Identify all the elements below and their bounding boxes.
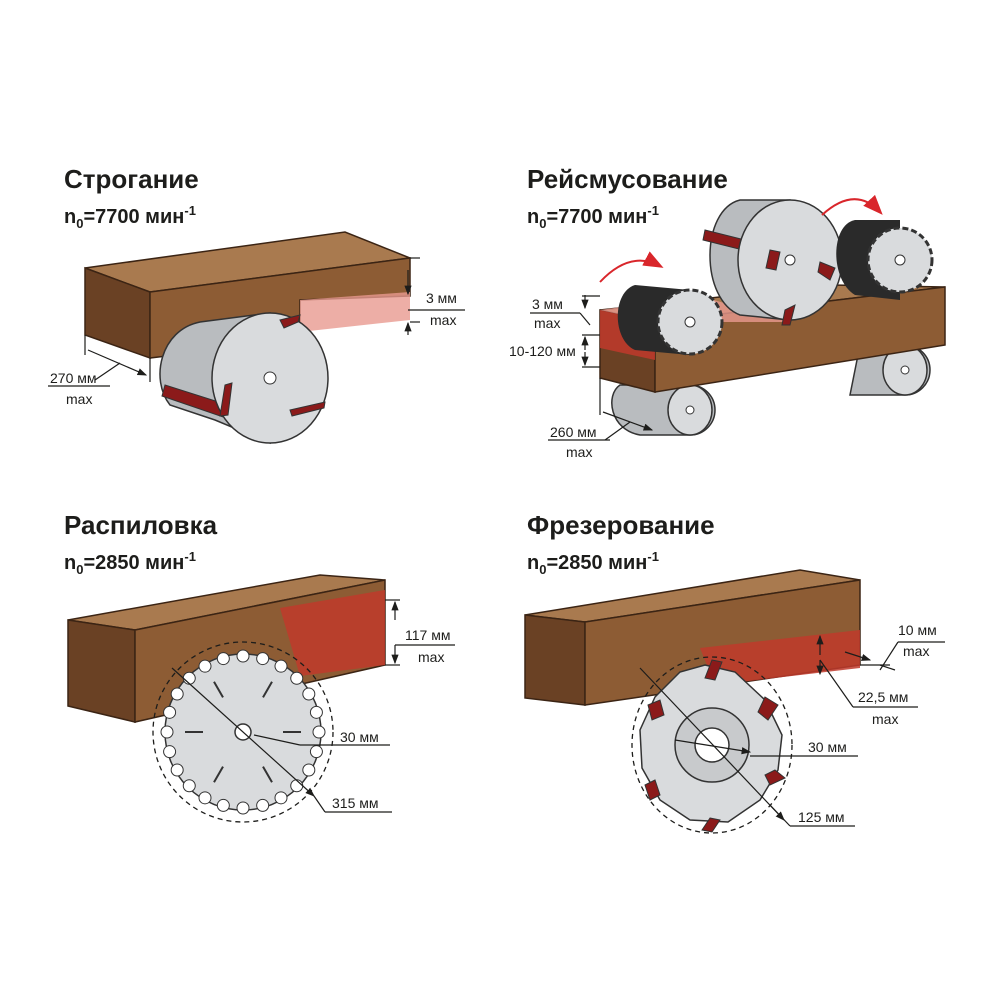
kerf xyxy=(280,590,385,676)
feed-roller-front xyxy=(599,251,724,356)
svg-text:max: max xyxy=(872,711,898,727)
panel-title: Фрезерование xyxy=(527,510,715,540)
panel-thicknessing: Рейсмусование n0=7700 мин-1 xyxy=(509,164,946,460)
svg-text:125 мм: 125 мм xyxy=(798,809,845,825)
saw-tooth-gullet xyxy=(198,659,212,673)
saw-tooth-gullet xyxy=(312,725,326,739)
saw-tooth-gullet xyxy=(256,652,270,666)
svg-text:30 мм: 30 мм xyxy=(808,739,847,755)
feed-roller-rear xyxy=(821,194,934,300)
saw-tooth-gullet xyxy=(236,649,250,663)
saw-tooth-gullet xyxy=(274,659,288,673)
svg-text:270 мм: 270 мм xyxy=(50,370,97,386)
svg-text:30 мм: 30 мм xyxy=(340,729,379,745)
removed-layer xyxy=(300,292,410,332)
dimension-depth: 3 мм max xyxy=(530,295,600,336)
panel-planing: Строгание n0=7700 мин-1 3 мм max xyxy=(48,164,465,445)
dimension-diameter: 125 мм xyxy=(639,667,855,827)
saw-tooth-gullet xyxy=(309,705,323,719)
saw-tooth-gullet xyxy=(274,791,288,805)
dimension-width: 10 мм max xyxy=(844,622,945,671)
dimension-thickness: 10-120 мм xyxy=(509,335,600,368)
saw-tooth-gullet xyxy=(170,763,184,777)
dimension-diameter: 315 мм xyxy=(171,667,392,813)
saw-tooth-gullet xyxy=(163,745,177,759)
saw-tooth-gullet xyxy=(302,763,316,777)
cutter-drum xyxy=(702,199,843,326)
svg-text:3 мм: 3 мм xyxy=(426,290,457,306)
expansion-slot xyxy=(213,766,224,783)
svg-text:315 мм: 315 мм xyxy=(332,795,379,811)
svg-text:10-120 мм: 10-120 мм xyxy=(509,343,576,359)
saw-tooth-gullet xyxy=(236,801,250,815)
dimension-depth: 3 мм max xyxy=(404,257,465,335)
planer-drum xyxy=(159,312,329,445)
svg-text:max: max xyxy=(430,312,456,328)
svg-text:260 мм: 260 мм xyxy=(550,424,597,440)
saw-tooth-gullet xyxy=(160,725,174,739)
dimension-cut: 117 мм max xyxy=(385,599,455,666)
saw-tooth-gullet xyxy=(290,779,304,793)
svg-text:22,5 мм: 22,5 мм xyxy=(858,689,908,705)
saw-tooth-gullet xyxy=(182,671,196,685)
saw-tooth-gullet xyxy=(216,652,230,666)
dimension-width: 270 мм max xyxy=(48,335,151,407)
saw-tooth-gullet xyxy=(309,745,323,759)
svg-text:max: max xyxy=(66,391,92,407)
svg-text:max: max xyxy=(903,643,929,659)
saw-tooth-gullet xyxy=(216,798,230,812)
panel-title: Распиловка xyxy=(64,510,218,540)
spindle-speed: n0=7700 мин-1 xyxy=(64,203,196,231)
panel-milling: Фрезерование n0=2850 мин-1 10 мм xyxy=(524,510,945,834)
expansion-slot xyxy=(213,681,224,698)
saw-tooth-gullet xyxy=(290,671,304,685)
panel-title: Строгание xyxy=(64,164,199,194)
dimension-depth: 22,5 мм max xyxy=(816,634,918,727)
svg-text:max: max xyxy=(418,649,444,665)
svg-text:max: max xyxy=(534,315,560,331)
saw-tooth-gullet xyxy=(302,687,316,701)
saw-tooth-gullet xyxy=(182,779,196,793)
expansion-slot xyxy=(262,766,273,783)
saw-tooth-gullet xyxy=(198,791,212,805)
svg-text:max: max xyxy=(566,444,592,460)
svg-text:10 мм: 10 мм xyxy=(898,622,937,638)
spindle-speed: n0=7700 мин-1 xyxy=(527,203,659,231)
saw-tooth-gullet xyxy=(256,798,270,812)
saw-tooth-gullet xyxy=(163,705,177,719)
svg-text:3 мм: 3 мм xyxy=(532,296,563,312)
dimension-width: 260 мм max xyxy=(548,378,654,460)
dimension-bore: 30 мм xyxy=(674,739,858,757)
expansion-slot xyxy=(262,681,273,698)
saw-tooth-gullet xyxy=(170,687,184,701)
dimension-bore: 30 мм xyxy=(253,729,390,746)
spindle-speed: n0=2850 мин-1 xyxy=(527,549,659,577)
panel-sawing: Распиловка n0=2850 мин-1 117 мм max 30 xyxy=(64,510,455,823)
svg-text:117 мм: 117 мм xyxy=(405,627,450,643)
spindle-speed: n0=2850 мин-1 xyxy=(64,549,196,577)
panel-title: Рейсмусование xyxy=(527,164,728,194)
